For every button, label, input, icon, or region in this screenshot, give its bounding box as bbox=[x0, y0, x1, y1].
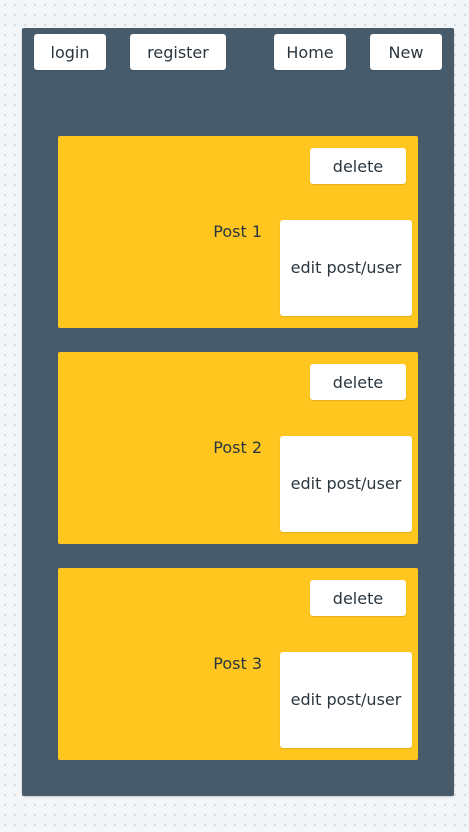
register-button[interactable]: register bbox=[130, 34, 226, 70]
post-title: Post 1 bbox=[213, 222, 262, 241]
post-card: delete Post 1 edit post/user bbox=[58, 136, 418, 328]
post-title: Post 2 bbox=[213, 438, 262, 457]
post-card: delete Post 2 edit post/user bbox=[58, 352, 418, 544]
login-button[interactable]: login bbox=[34, 34, 106, 70]
post-title: Post 3 bbox=[213, 654, 262, 673]
new-post-button[interactable]: New bbox=[370, 34, 442, 70]
delete-button[interactable]: delete bbox=[310, 580, 406, 616]
post-card: delete Post 3 edit post/user bbox=[58, 568, 418, 760]
edit-post-user-button[interactable]: edit post/user bbox=[280, 436, 412, 532]
home-button[interactable]: Home bbox=[274, 34, 346, 70]
app-frame: login register Home New delete Post 1 ed… bbox=[22, 28, 454, 796]
delete-button[interactable]: delete bbox=[310, 364, 406, 400]
edit-post-user-button[interactable]: edit post/user bbox=[280, 220, 412, 316]
delete-button[interactable]: delete bbox=[310, 148, 406, 184]
edit-post-user-button[interactable]: edit post/user bbox=[280, 652, 412, 748]
